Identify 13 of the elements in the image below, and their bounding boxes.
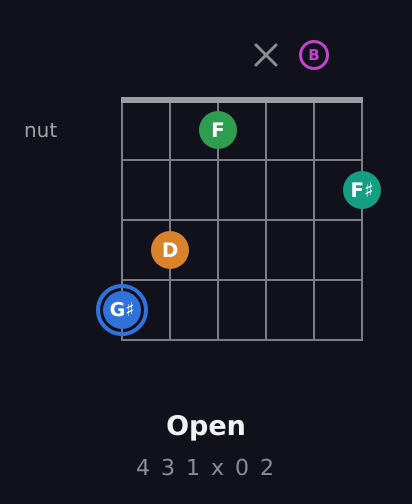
note-name: G♯	[110, 300, 134, 320]
note-name: F	[211, 120, 225, 140]
note-name: D	[162, 240, 178, 260]
note-dot	[151, 231, 189, 269]
root-note-dot	[96, 284, 148, 336]
note-name: F♯	[350, 180, 374, 200]
note-dot	[343, 171, 381, 209]
chord-title: Open	[166, 411, 246, 442]
open-string-ring	[299, 40, 329, 70]
nut-label: nut	[24, 120, 58, 140]
note-dot	[199, 111, 237, 149]
fingering-text: 4 3 1 x 0 2	[136, 458, 276, 480]
note-name: B	[308, 48, 320, 62]
